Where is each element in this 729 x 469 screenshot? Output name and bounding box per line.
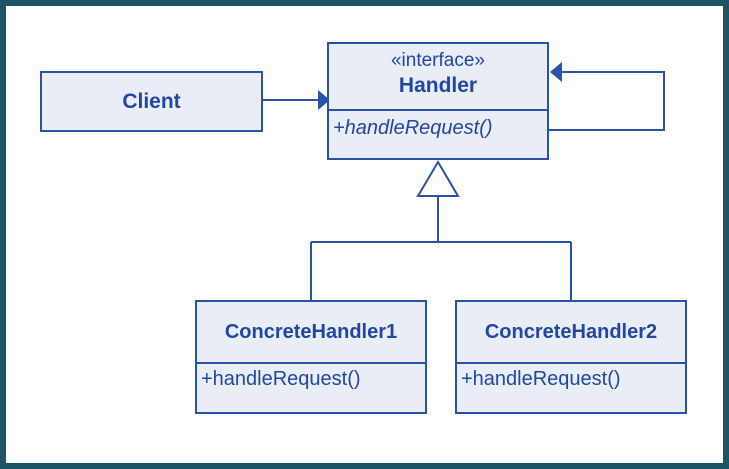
handler-class-name: Handler (398, 74, 478, 97)
concrete-handler-1-header: ConcreteHandler1 (197, 302, 425, 362)
client-class-name: Client (122, 90, 181, 113)
generalization-triangle (416, 160, 460, 197)
handler-operation: +handleRequest() (333, 117, 493, 139)
handler-operations: +handleRequest() (329, 109, 547, 140)
concrete-handler-1-operation: +handleRequest() (201, 368, 361, 390)
concrete-handler-2-header: ConcreteHandler2 (457, 302, 685, 362)
concrete-handler-2-operation: +handleRequest() (461, 368, 621, 390)
concrete-handler-2-box: ConcreteHandler2 +handleRequest() (455, 300, 687, 414)
client-class-box: Client (40, 71, 263, 132)
client-handler-arrowhead (318, 90, 330, 110)
concrete-handler-1-box: ConcreteHandler1 +handleRequest() (195, 300, 427, 414)
concrete-handler-1-name: ConcreteHandler1 (224, 321, 398, 343)
handler-header: «interface» Handler (329, 44, 547, 109)
concrete-handler-2-operations: +handleRequest() (457, 362, 685, 391)
handler-successor-arrowhead (550, 62, 562, 82)
handler-interface-box: «interface» Handler +handleRequest() (327, 42, 549, 160)
handler-successor-association (549, 71, 665, 131)
concrete-handler-1-operations: +handleRequest() (197, 362, 425, 391)
handler-stereotype: «interface» (390, 50, 485, 71)
concrete-handler-2-name: ConcreteHandler2 (484, 321, 658, 343)
